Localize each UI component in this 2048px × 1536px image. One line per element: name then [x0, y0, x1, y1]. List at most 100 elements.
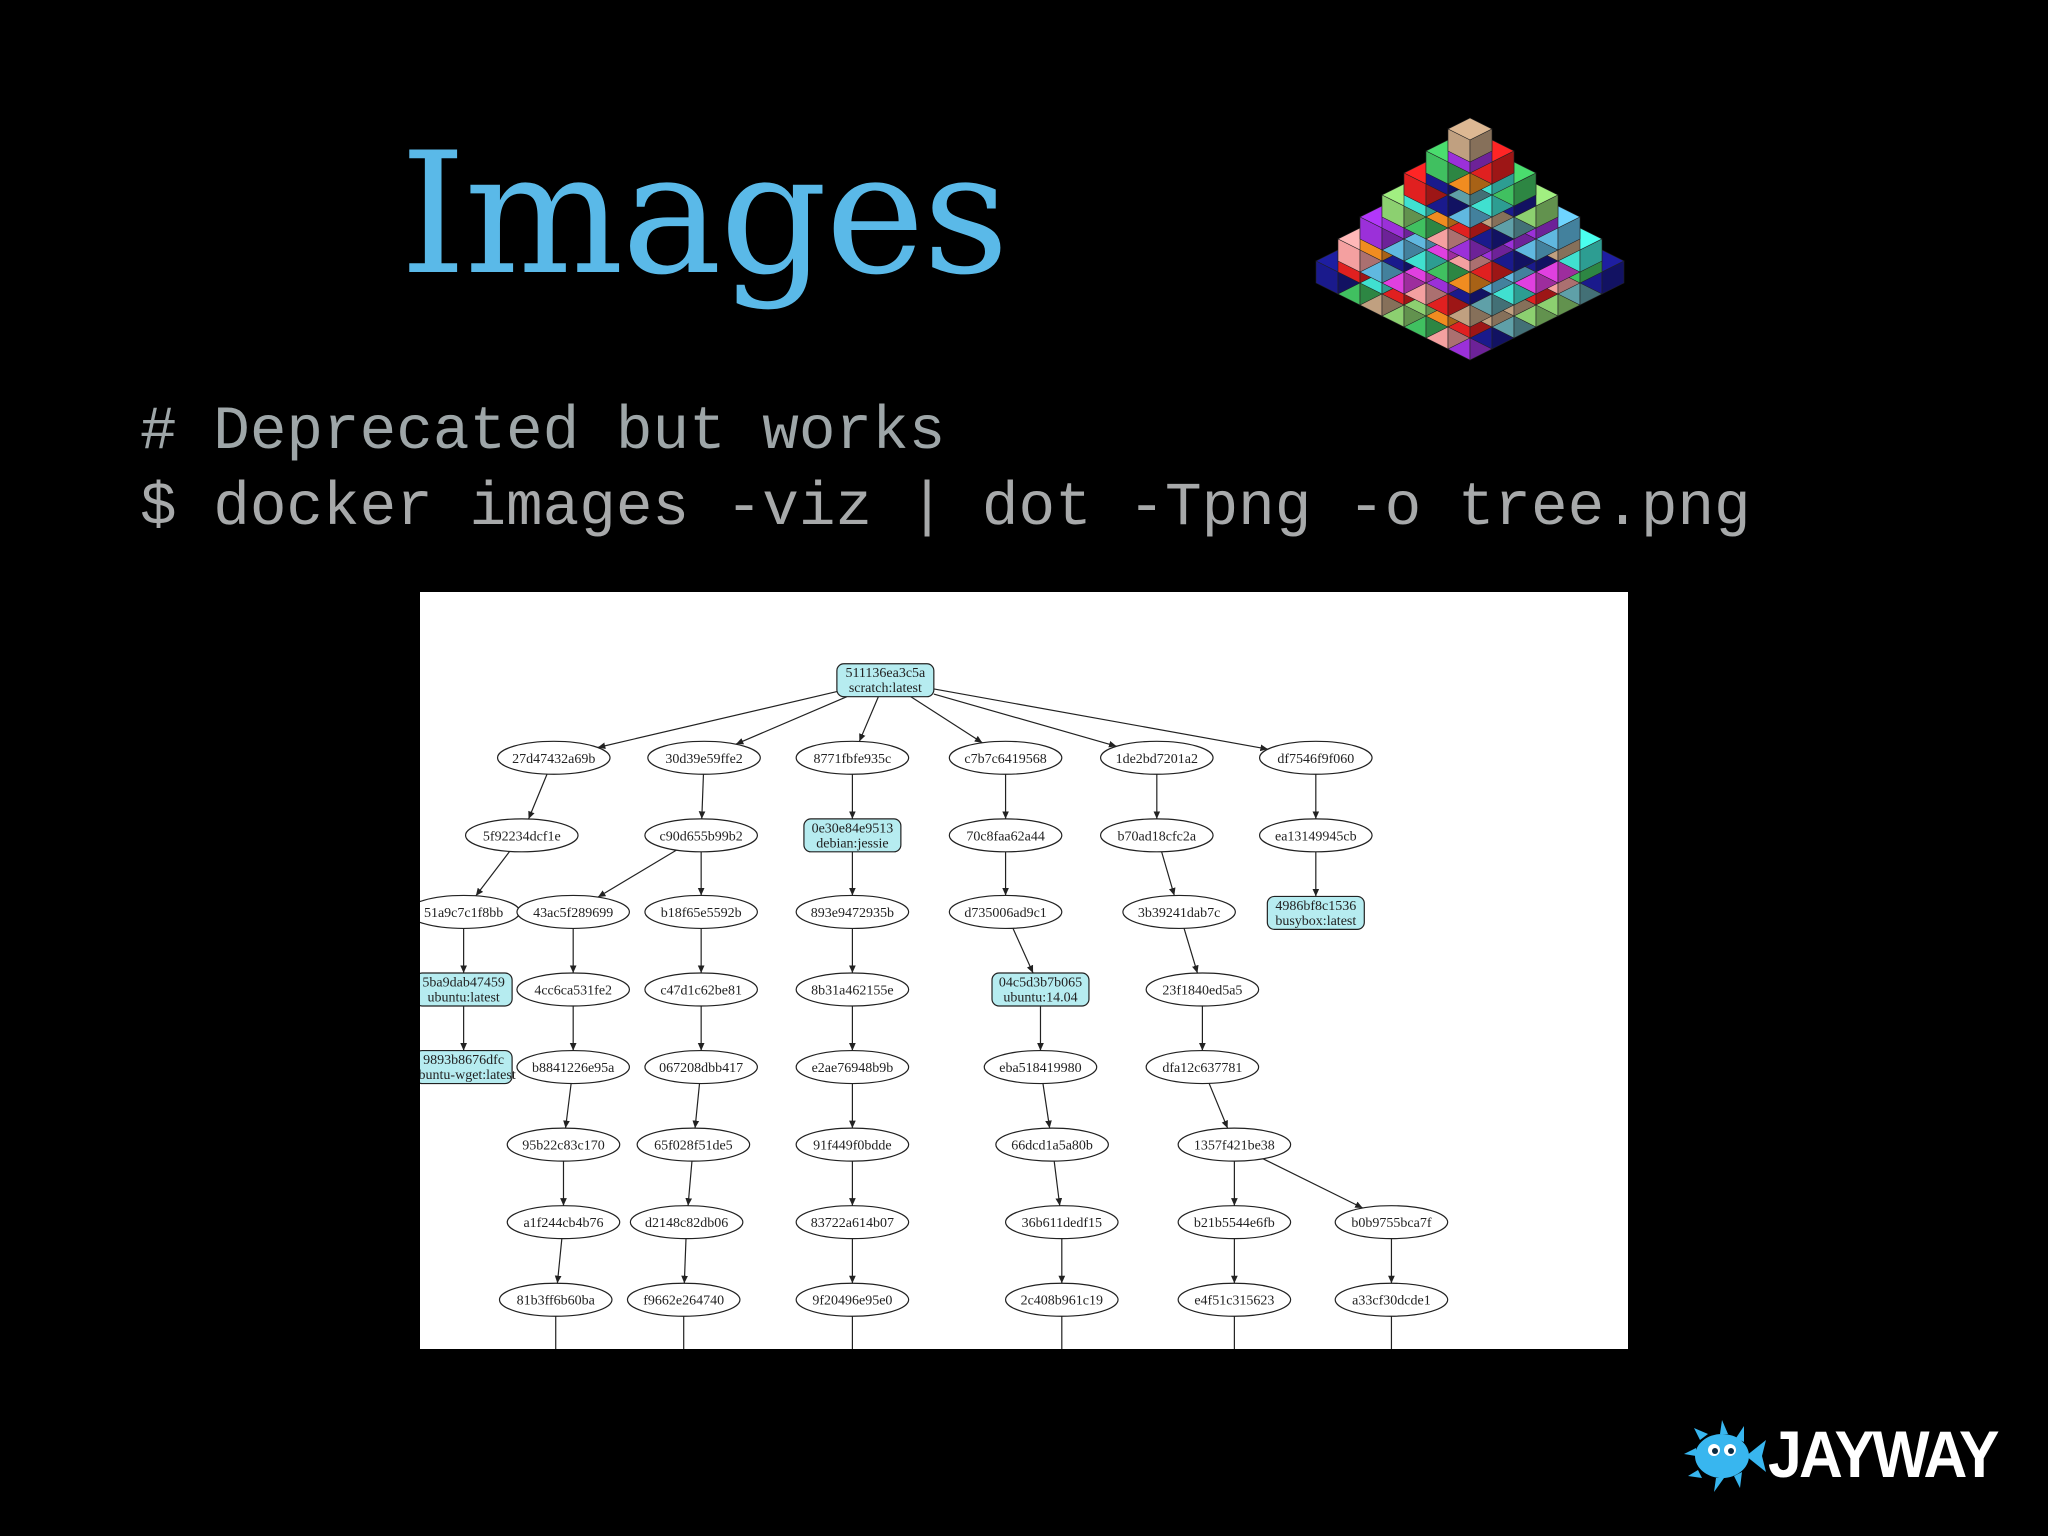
node-tag-label: ubuntu:latest [427, 990, 499, 1005]
node-ellipse [795, 1282, 910, 1317]
node-id-label: 5ba9dab47459 [422, 975, 504, 990]
node-id-label: 9f20496e95e0 [812, 1294, 892, 1309]
cube-pyramid-icon [1315, 117, 1625, 361]
node-ellipse [644, 1049, 758, 1085]
node-id-label: 0e30e84e9513 [812, 821, 894, 836]
node-ellipse [795, 1205, 910, 1240]
node-id-label: 9893b8676dfc [423, 1053, 504, 1068]
graph-edge [933, 693, 1117, 748]
image-node: 9f20496e95e0 [795, 1282, 910, 1317]
node-ellipse [795, 1049, 910, 1085]
node-id-label: 27d47432a69b [512, 752, 595, 767]
code-command: $ docker images -viz | dot -Tpng -o tree… [140, 474, 1751, 543]
cube-face [1513, 172, 1537, 207]
node-id-label: 43ac5f289699 [533, 906, 613, 921]
image-node: 43ac5f289699 [516, 894, 631, 930]
image-node: b21b5544e6fb [1177, 1205, 1292, 1240]
image-node: b18f65e5592b [644, 894, 758, 930]
node-tag-label: ubuntu-wget:latest [420, 1068, 516, 1083]
node-id-label: a33cf30dcde1 [1352, 1294, 1431, 1309]
image-node: 51a9c7c1f8bb [420, 894, 521, 930]
graph-edge [563, 1083, 572, 1129]
node-ellipse [1258, 818, 1373, 853]
image-node: 81b3ff6b60ba [498, 1282, 613, 1317]
node-ellipse [1177, 1127, 1292, 1162]
node-id-label: 3b39241dab7c [1138, 906, 1220, 921]
node-ellipse [506, 1205, 621, 1240]
graph-edge [698, 774, 706, 819]
node-ellipse [1099, 818, 1214, 853]
pufferfish-icon [1684, 1420, 1766, 1492]
node-id-label: 36b611dedf15 [1022, 1216, 1102, 1231]
cube-face [1535, 194, 1559, 229]
node-id-label: 81b3ff6b60ba [517, 1294, 596, 1309]
image-node: 8b31a462155e [795, 972, 910, 1007]
node-id-label: 4cc6ca531fe2 [534, 983, 612, 998]
node-id-label: c7b7c6419568 [964, 752, 1046, 767]
node-ellipse [983, 1049, 1098, 1085]
cube-face [1601, 260, 1625, 295]
image-node: 3b39241dab7c [1122, 894, 1236, 930]
image-node: 70c8faa62a44 [948, 818, 1063, 853]
node-id-label: 91f449f0bdde [813, 1139, 892, 1154]
cube-face [1491, 150, 1515, 185]
node-ellipse [496, 740, 611, 775]
node-id-label: df7546f9f060 [1277, 752, 1354, 767]
node-ellipse [647, 740, 761, 775]
node-id-label: 65f028f51de5 [654, 1139, 733, 1154]
node-ellipse [506, 1127, 621, 1162]
node-ellipse [1145, 1049, 1260, 1085]
node-id-label: b8841226e95a [532, 1061, 615, 1076]
graph-edge [1042, 1083, 1052, 1129]
image-node: b0b9755bca7f [1334, 1205, 1449, 1240]
image-node: e2ae76948b9b [795, 1049, 910, 1085]
image-node: 66dcd1a5a80b [995, 1127, 1109, 1162]
image-node: 91f449f0bdde [795, 1127, 910, 1162]
node-id-label: b21b5544e6fb [1194, 1216, 1275, 1231]
image-node: 1de2bd7201a2 [1099, 740, 1214, 775]
node-id-label: b70ad18cfc2a [1118, 829, 1197, 844]
cube-face [1557, 216, 1581, 251]
image-node: c47d1c62be81 [644, 972, 758, 1007]
node-ellipse [795, 740, 910, 775]
node-id-label: 5f92234dcf1e [483, 829, 561, 844]
node-id-label: 2c408b961c19 [1021, 1294, 1103, 1309]
image-node: eba518419980 [983, 1049, 1098, 1085]
node-box [803, 818, 902, 853]
node-id-label: 23f1840ed5a5 [1162, 983, 1242, 998]
node-ellipse [1122, 894, 1236, 930]
node-id-label: 83722a614b07 [811, 1216, 894, 1231]
node-ellipse [626, 1282, 741, 1317]
image-node: c90d655b99b2 [644, 818, 758, 853]
graph-edge [597, 690, 838, 750]
graph-edge [692, 1083, 701, 1129]
node-tag-label: scratch:latest [849, 681, 922, 696]
graph-edge [597, 849, 677, 898]
cube-face [1469, 128, 1493, 163]
node-ellipse [644, 894, 758, 930]
graph-nodes: 511136ea3c5ascratch:latest27d47432a69b5f… [420, 663, 1449, 1317]
node-id-label: e4f51c315623 [1194, 1294, 1274, 1309]
node-id-label: 1de2bd7201a2 [1116, 752, 1198, 767]
node-ellipse [644, 972, 758, 1007]
image-node: ea13149945cb [1258, 818, 1373, 853]
node-id-label: 04c5d3b7b065 [999, 975, 1082, 990]
image-node: 30d39e59ffe2 [647, 740, 761, 775]
image-node: e4f51c315623 [1177, 1282, 1292, 1317]
node-ellipse [1177, 1205, 1292, 1240]
graph-edge [1262, 1158, 1364, 1209]
node-ellipse [1258, 740, 1373, 775]
image-node: 4cc6ca531fe2 [516, 972, 631, 1007]
image-node: d735006ad9c1 [948, 894, 1063, 930]
node-ellipse [795, 972, 910, 1007]
node-tag-label: busybox:latest [1275, 914, 1356, 929]
graph-edge [554, 1238, 563, 1284]
node-ellipse [948, 740, 1063, 775]
graph-edges [460, 688, 1395, 1349]
graph-edge [475, 851, 511, 897]
image-node: 27d47432a69b [496, 740, 611, 775]
